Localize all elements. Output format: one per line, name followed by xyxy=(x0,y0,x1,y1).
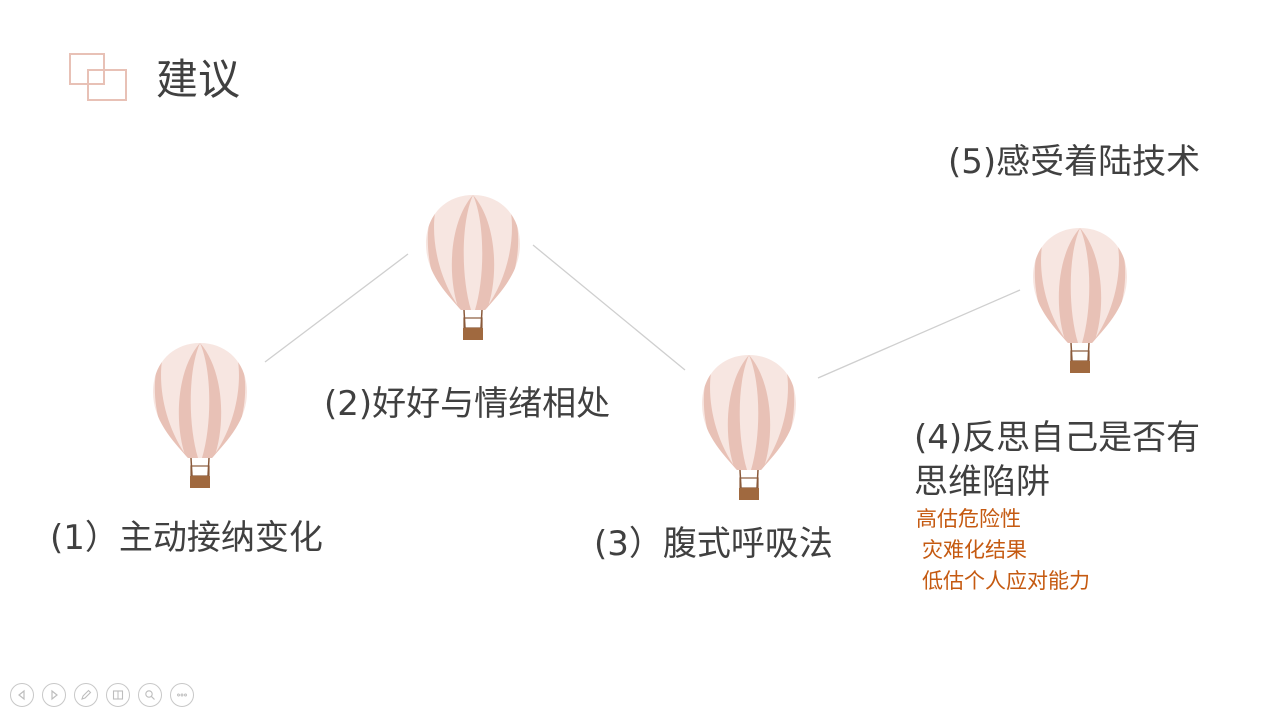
zoom-icon[interactable] xyxy=(138,683,162,707)
title-squares-icon xyxy=(69,53,127,101)
more-icon[interactable] xyxy=(170,683,194,707)
presentation-controls xyxy=(10,681,194,709)
balloon-icon xyxy=(702,355,796,500)
item-5-label: (5)感受着陆技术 xyxy=(948,142,1201,182)
connector-2-3 xyxy=(532,244,686,371)
pen-icon[interactable] xyxy=(74,683,98,707)
item-3-label: (3）腹式呼吸法 xyxy=(594,524,833,564)
connector-3-4 xyxy=(817,289,1021,379)
balloon-icon xyxy=(153,343,247,488)
connector-1-2 xyxy=(264,253,409,363)
next-icon[interactable] xyxy=(42,683,66,707)
balloon-icon xyxy=(426,195,520,340)
item-4-label: (4)反思自己是否有思维陷阱 xyxy=(914,418,1201,502)
item-1-label: (1）主动接纳变化 xyxy=(50,518,323,558)
slide-title: 建议 xyxy=(156,55,241,104)
slides-icon[interactable] xyxy=(106,683,130,707)
item-4-detail: 低估个人应对能力 xyxy=(922,569,1090,593)
item-2-label: (2)好好与情绪相处 xyxy=(324,384,611,424)
item-4-detail: 灾难化结果 xyxy=(922,538,1027,562)
prev-icon[interactable] xyxy=(10,683,34,707)
balloon-icon xyxy=(1033,228,1127,373)
item-4-detail: 高估危险性 xyxy=(916,507,1021,531)
